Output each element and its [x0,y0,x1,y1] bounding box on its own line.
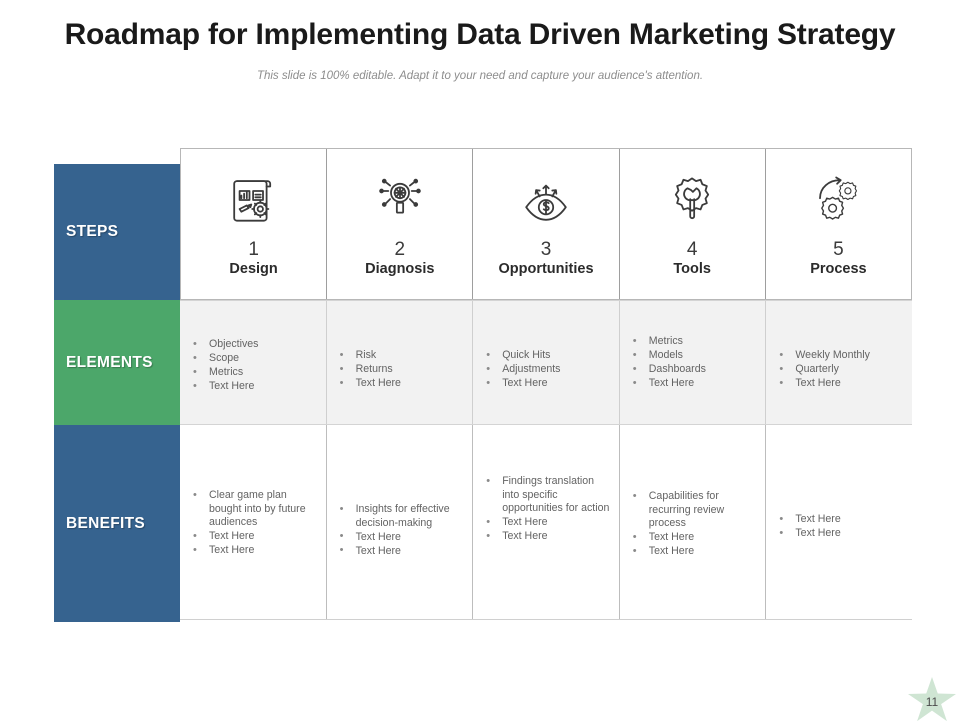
list-item: Metrics [193,366,318,380]
elements-cell-5[interactable]: Weekly MonthlyQuarterlyText Here [765,301,912,424]
benefits-cell-4[interactable]: Capabilities for recurring review proces… [618,425,766,619]
step-cell-4[interactable]: 4 Tools [618,149,765,299]
list-item: Returns [340,363,465,377]
row-label-benefits: BENEFITS [54,425,180,622]
row-label-steps-text: STEPS [66,223,119,240]
steps-row: 1 Design [180,148,912,300]
list-item: Text Here [193,530,318,544]
elements-cell-2[interactable]: RiskReturnsText Here [325,301,473,424]
benefits-cell-3[interactable]: Findings translation into specific oppor… [472,425,619,619]
list-item: Findings translation into specific oppor… [486,475,611,516]
row-label-elements: ELEMENTS [54,300,180,425]
row-label-benefits-text: BENEFITS [66,514,146,532]
elements-list: Weekly MonthlyQuarterlyText Here [779,349,904,391]
list-item: Insights for effective decision-making [340,503,465,530]
list-item: Models [633,349,758,363]
eye-dollar-arrows-icon [517,173,575,227]
step-name: Diagnosis [365,260,435,277]
benefits-list: Findings translation into specific oppor… [486,475,611,544]
elements-cell-3[interactable]: Quick HitsAdjustmentsText Here [472,301,619,424]
step-name: Opportunities [498,260,594,277]
list-item: Metrics [633,335,758,349]
list-item: Text Here [486,530,611,544]
elements-list: Quick HitsAdjustmentsText Here [486,349,611,391]
list-item: Text Here [486,377,611,391]
benefits-row: Clear game plan bought into by future au… [180,425,912,620]
list-item: Objectives [193,338,318,352]
list-item: Text Here [193,380,318,394]
benefits-cell-2[interactable]: Insights for effective decision-makingTe… [325,425,473,619]
list-item: Risk [340,349,465,363]
step-number: 1 [248,239,259,260]
benefits-list: Text HereText Here [779,513,904,541]
page-subtitle: This slide is 100% editable. Adapt it to… [256,70,704,82]
step-cell-1[interactable]: 1 Design [181,149,326,299]
list-item: Text Here [633,545,758,559]
list-item: Text Here [633,377,758,391]
list-item: Adjustments [486,363,611,377]
page-number-badge: 11 [908,677,956,723]
list-item: Dashboards [633,363,758,377]
document-chart-gear-pencil-icon [225,173,283,227]
elements-row: ObjectivesScopeMetricsText Here RiskRetu… [180,300,912,425]
benefits-list: Clear game plan bought into by future au… [193,489,318,558]
magnifier-network-icon [371,173,429,227]
benefits-list: Capabilities for recurring review proces… [633,490,758,559]
list-item: Capabilities for recurring review proces… [633,490,758,531]
step-cell-2[interactable]: 2 Diagnosis [326,149,472,299]
benefits-list: Insights for effective decision-makingTe… [340,503,465,559]
benefits-cell-1[interactable]: Clear game plan bought into by future au… [180,425,326,619]
list-item: Text Here [340,377,465,391]
step-number: 2 [394,239,406,260]
roadmap-matrix: STEPS ELEMENTS BENEFITS [54,146,912,622]
step-number: 5 [833,239,844,260]
gear-wrench-icon [663,173,721,227]
list-item: Quarterly [779,363,904,377]
gears-cycle-arrow-icon [809,173,867,227]
list-item: Text Here [633,531,758,545]
elements-list: MetricsModelsDashboardsText Here [633,335,758,391]
list-item: Text Here [779,377,904,391]
list-item: Text Here [779,527,904,541]
step-name: Tools [673,260,711,277]
list-item: Text Here [193,544,318,558]
elements-list: RiskReturnsText Here [340,349,465,391]
step-cell-5[interactable]: 5 Process [764,149,911,299]
list-item: Text Here [486,516,611,530]
elements-cell-1[interactable]: ObjectivesScopeMetricsText Here [180,301,326,424]
row-label-elements-text: ELEMENTS [66,353,153,371]
benefits-cell-5[interactable]: Text HereText Here [765,425,912,619]
list-item: Text Here [779,513,904,527]
list-item: Clear game plan bought into by future au… [193,489,318,530]
list-item: Scope [193,352,318,366]
page-number-text: 11 [925,695,939,709]
row-label-steps: STEPS [54,164,180,300]
page-title: Roadmap for Implementing Data Driven Mar… [64,18,896,51]
list-item: Weekly Monthly [779,349,904,363]
step-number: 3 [540,239,552,260]
step-number: 4 [686,239,698,260]
elements-list: ObjectivesScopeMetricsText Here [193,338,318,394]
step-name: Design [229,260,278,277]
list-item: Quick Hits [486,349,611,363]
list-item: Text Here [340,544,465,559]
step-cell-3[interactable]: 3 Opportunities [472,149,618,299]
step-name: Process [810,260,867,277]
list-item: Text Here [340,530,465,545]
elements-cell-4[interactable]: MetricsModelsDashboardsText Here [618,301,766,424]
